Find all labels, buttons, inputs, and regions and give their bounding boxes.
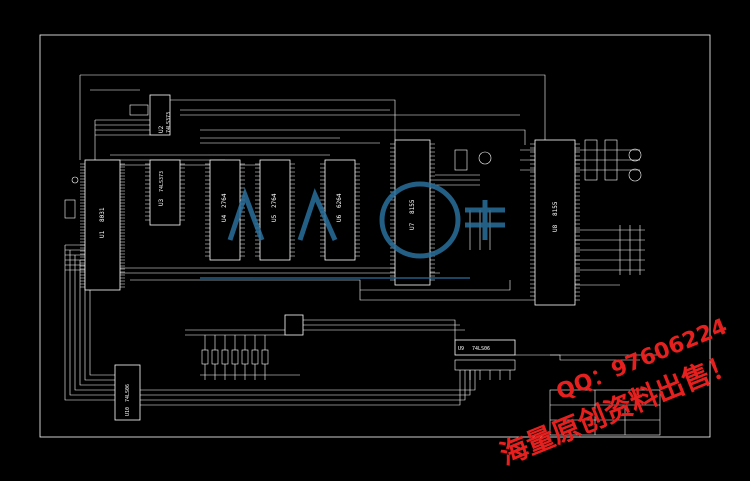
output-indicator <box>628 148 642 162</box>
u9-output-wires <box>469 370 511 380</box>
u6-label: U6 <box>336 214 343 222</box>
chips <box>84 94 576 421</box>
connector-j1 <box>284 314 304 336</box>
u9-input-wires <box>300 324 465 331</box>
u2-to-u7-wire <box>170 99 396 140</box>
u2-bus-wires <box>95 119 150 136</box>
resistor <box>231 349 239 365</box>
logo-stroke <box>227 187 265 241</box>
u8-part: 8155 <box>552 201 559 216</box>
u4-part: 2764 <box>221 193 228 208</box>
logo-stroke <box>465 200 505 240</box>
display-wires <box>435 174 480 186</box>
u10-part: 74LS06 <box>125 384 131 402</box>
chip-u7 <box>394 139 431 286</box>
u1-label: U1 <box>99 230 106 238</box>
resistor <box>241 349 249 365</box>
resistor <box>211 349 219 365</box>
u5-label: U5 <box>271 214 278 222</box>
u1-part: 8031 <box>99 207 106 222</box>
u3-label: U3 <box>158 198 165 206</box>
crystal <box>64 199 76 219</box>
u4-label: U4 <box>221 214 228 222</box>
keypad-columns <box>469 210 491 250</box>
keypad-wires <box>570 229 645 271</box>
u10-wires <box>69 250 115 396</box>
title-block-grid <box>550 390 660 435</box>
segment-display <box>604 139 618 181</box>
chip-u6 <box>324 159 356 261</box>
u8-label: U8 <box>552 224 559 232</box>
u2-label: U2 <box>158 125 165 133</box>
output-indicator <box>628 168 642 182</box>
u8-right-wires <box>575 149 640 171</box>
display-elements <box>64 104 642 371</box>
u9-output-block <box>454 359 516 371</box>
relay-wire <box>515 354 640 361</box>
title-block-frame <box>549 389 661 436</box>
chip-u8 <box>534 139 576 306</box>
resistor <box>261 349 269 365</box>
logo-stroke <box>297 188 338 242</box>
logo-ring <box>379 181 461 259</box>
resistor <box>201 349 209 365</box>
u5-part: 2764 <box>271 193 278 208</box>
u2-part: 74LS373 <box>166 112 172 133</box>
buzzer-symbol <box>478 151 492 165</box>
u9-part: 74LS06 <box>472 346 490 352</box>
u6-part: 6264 <box>336 193 343 208</box>
lower-bus-wires <box>120 267 440 274</box>
u7-u8-wire <box>360 280 511 291</box>
title-block <box>549 354 661 436</box>
chip-u10 <box>114 364 141 421</box>
chip-u2 <box>149 94 171 136</box>
led-display <box>454 149 468 171</box>
segment-display <box>584 139 598 181</box>
chip-u3 <box>149 159 181 226</box>
reset-cap <box>129 104 149 116</box>
u10-label: U10 <box>125 407 131 416</box>
u10-wire-1 <box>64 245 115 401</box>
chip-u9 <box>454 339 516 356</box>
pin-stubs <box>80 143 580 301</box>
address-lines <box>200 137 380 144</box>
to-u9-wire <box>300 319 456 340</box>
drawing-frame <box>39 34 711 438</box>
resistor <box>221 349 229 365</box>
u7-part: 8155 <box>409 199 416 214</box>
chip-labels: U1 8031 U2 74LS373 U3 74LS373 U4 2764 U5… <box>99 112 559 416</box>
crystal-node <box>71 176 79 184</box>
resistor <box>251 349 259 365</box>
resistor-array <box>201 349 269 365</box>
chip-u4 <box>209 159 241 261</box>
u3-part: 74LS373 <box>159 171 165 192</box>
u10-to-u9-wire <box>140 370 461 406</box>
outer-border <box>39 34 711 438</box>
u9-label: U9 <box>458 346 464 352</box>
watermark-logo <box>200 181 505 279</box>
upper-signal-wires <box>180 109 520 116</box>
chip-u1 <box>84 159 121 291</box>
u7-label: U7 <box>409 222 416 230</box>
data-bus-line <box>200 129 526 145</box>
keypad-matrix <box>619 225 641 275</box>
top-bus-wire <box>80 74 546 140</box>
chip-u5 <box>259 159 291 261</box>
